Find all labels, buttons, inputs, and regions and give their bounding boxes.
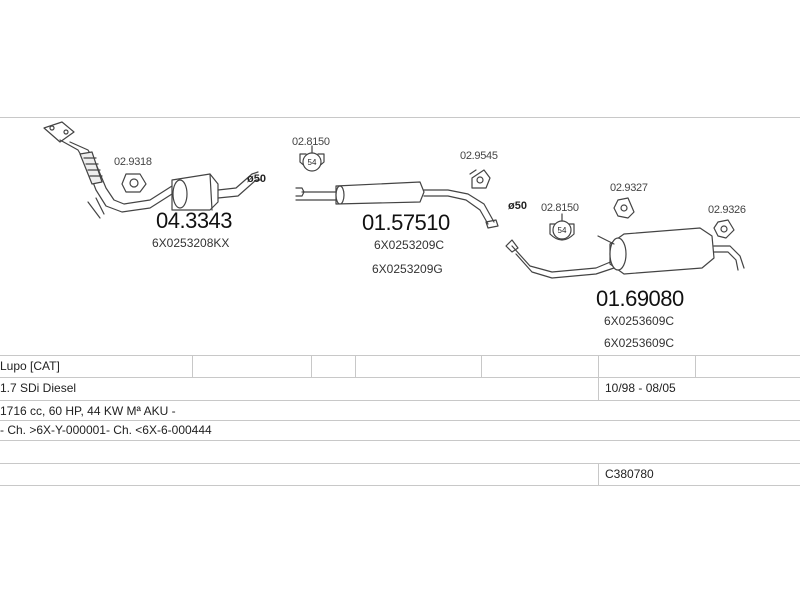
table-divider [311, 355, 312, 377]
part-ref-front-pipe: 6X0253208KX [152, 236, 230, 250]
table-divider [192, 355, 193, 377]
clamp-size-2: 54 [558, 226, 567, 235]
fitting-label-bracket-2: 02.9545 [460, 150, 498, 162]
part-number-front-pipe: 04.3343 [156, 208, 233, 233]
part-ref-rear-silencer-2: 6X0253609C [604, 336, 675, 350]
table-rule [0, 420, 800, 421]
clamp-size-1: 54 [308, 158, 317, 167]
table-rule [0, 377, 800, 378]
exhaust-drawing: 54 54 [43, 121, 745, 279]
part-ref-rear-silencer-1: 6X0253609C [604, 314, 675, 328]
vehicle-model: Lupo [CAT] [0, 359, 60, 373]
diameter-label-2: ø50 [508, 200, 527, 212]
vehicle-spec: 1716 cc, 60 HP, 44 KW Mª AKU - [0, 404, 176, 418]
kit-code: C380780 [605, 467, 654, 481]
bracket-4-shape [713, 219, 735, 239]
part-ref-middle-pipe-1: 6X0253209C [374, 238, 445, 252]
table-divider [598, 355, 599, 377]
vehicle-engine: 1.7 SDi Diesel [0, 381, 77, 395]
clamp-2-shape [549, 213, 575, 241]
vehicle-chassis: - Ch. >6X-Y-000001- Ch. <6X-6-000444 [0, 423, 212, 437]
fitting-label-bracket-3: 02.9327 [610, 182, 648, 194]
fitting-label-clamp-1: 02.8150 [292, 136, 330, 148]
exhaust-diagram: 54 54 04.3343 6X0253208KX 01.57510 6X025… [0, 118, 800, 355]
front-pipe [43, 121, 261, 219]
fitting-label-bracket-4: 02.9326 [708, 204, 746, 216]
table-rule [0, 485, 800, 486]
diameter-label-1: ø50 [247, 173, 266, 185]
table-divider [481, 355, 482, 377]
table-divider [695, 355, 696, 377]
top-rule [0, 117, 800, 118]
table-rule [0, 440, 800, 441]
part-number-rear-silencer: 01.69080 [596, 286, 684, 311]
table-rule [0, 463, 800, 464]
vehicle-years: 10/98 - 08/05 [605, 381, 676, 395]
bracket-2-shape [469, 169, 491, 189]
fitting-label-bracket-1: 02.9318 [114, 156, 152, 168]
part-ref-middle-pipe-2: 6X0253209G [372, 262, 443, 276]
middle-pipe [295, 181, 499, 229]
table-rule [0, 355, 800, 356]
bracket-3-shape [613, 197, 635, 219]
table-rule [0, 400, 800, 401]
bracket-1-shape [121, 173, 147, 193]
table-divider [598, 463, 599, 485]
rear-silencer [505, 227, 745, 279]
table-divider [355, 355, 356, 377]
fitting-label-clamp-2: 02.8150 [541, 202, 579, 214]
table-divider [598, 377, 599, 400]
part-number-middle-pipe: 01.57510 [362, 210, 450, 235]
clamp-1-shape [299, 145, 325, 172]
